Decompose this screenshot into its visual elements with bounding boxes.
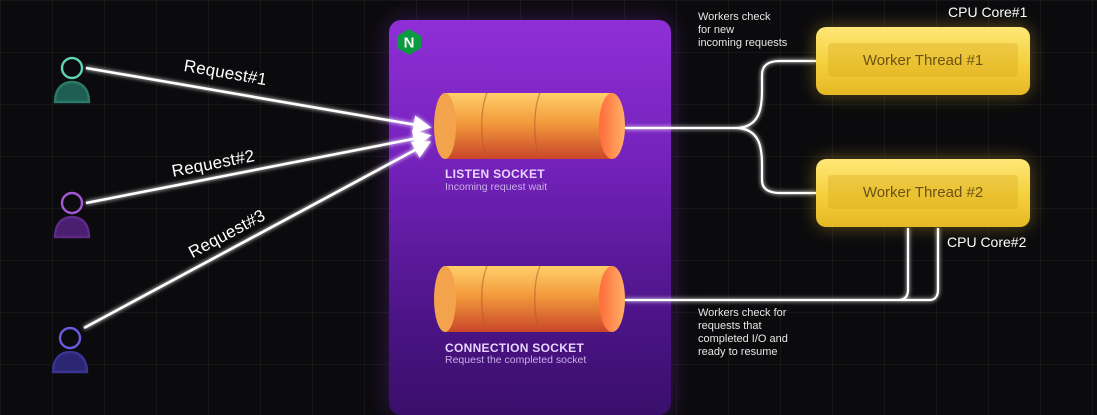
connection-socket-subtitle: Request the completed socket — [445, 354, 587, 366]
note-completed-io: Workers check for requests that complete… — [698, 307, 788, 358]
diagram-canvas: N Request#1 Request#2 Request#3 LISTEN S… — [51, 4, 1030, 415]
cpu-core-2-label: CPU Core#2 — [947, 234, 1027, 250]
connection-socket — [434, 265, 625, 333]
user-icon-2 — [53, 191, 91, 239]
connection-to-worker2-line — [625, 228, 940, 302]
nginx-logo-letter: N — [404, 35, 415, 52]
listen-socket-title: LISTEN SOCKET — [445, 167, 545, 181]
nginx-panel — [389, 20, 671, 415]
user-icon-1 — [53, 56, 91, 104]
nginx-logo-icon: N — [397, 29, 421, 55]
connection-socket-title: CONNECTION SOCKET — [445, 341, 585, 355]
worker-thread-1: Worker Thread #1 — [816, 27, 1030, 95]
note-new-requests: Workers check for new incoming requests — [698, 11, 788, 49]
listen-to-workers-line — [625, 59, 816, 195]
cpu-core-1-label: CPU Core#1 — [948, 4, 1028, 20]
diagram-lines — [51, 56, 940, 374]
listen-socket-subtitle: Incoming request wait — [445, 181, 548, 193]
worker-thread-1-label: Worker Thread #1 — [828, 43, 1018, 77]
request-3-arrow — [83, 141, 432, 330]
request-1-arrow — [85, 66, 432, 134]
request-2-arrow — [85, 129, 432, 205]
worker-thread-2: Worker Thread #2 — [816, 159, 1030, 227]
listen-socket — [434, 92, 625, 160]
worker-thread-2-label: Worker Thread #2 — [828, 175, 1018, 209]
user-icon-3 — [51, 326, 89, 374]
